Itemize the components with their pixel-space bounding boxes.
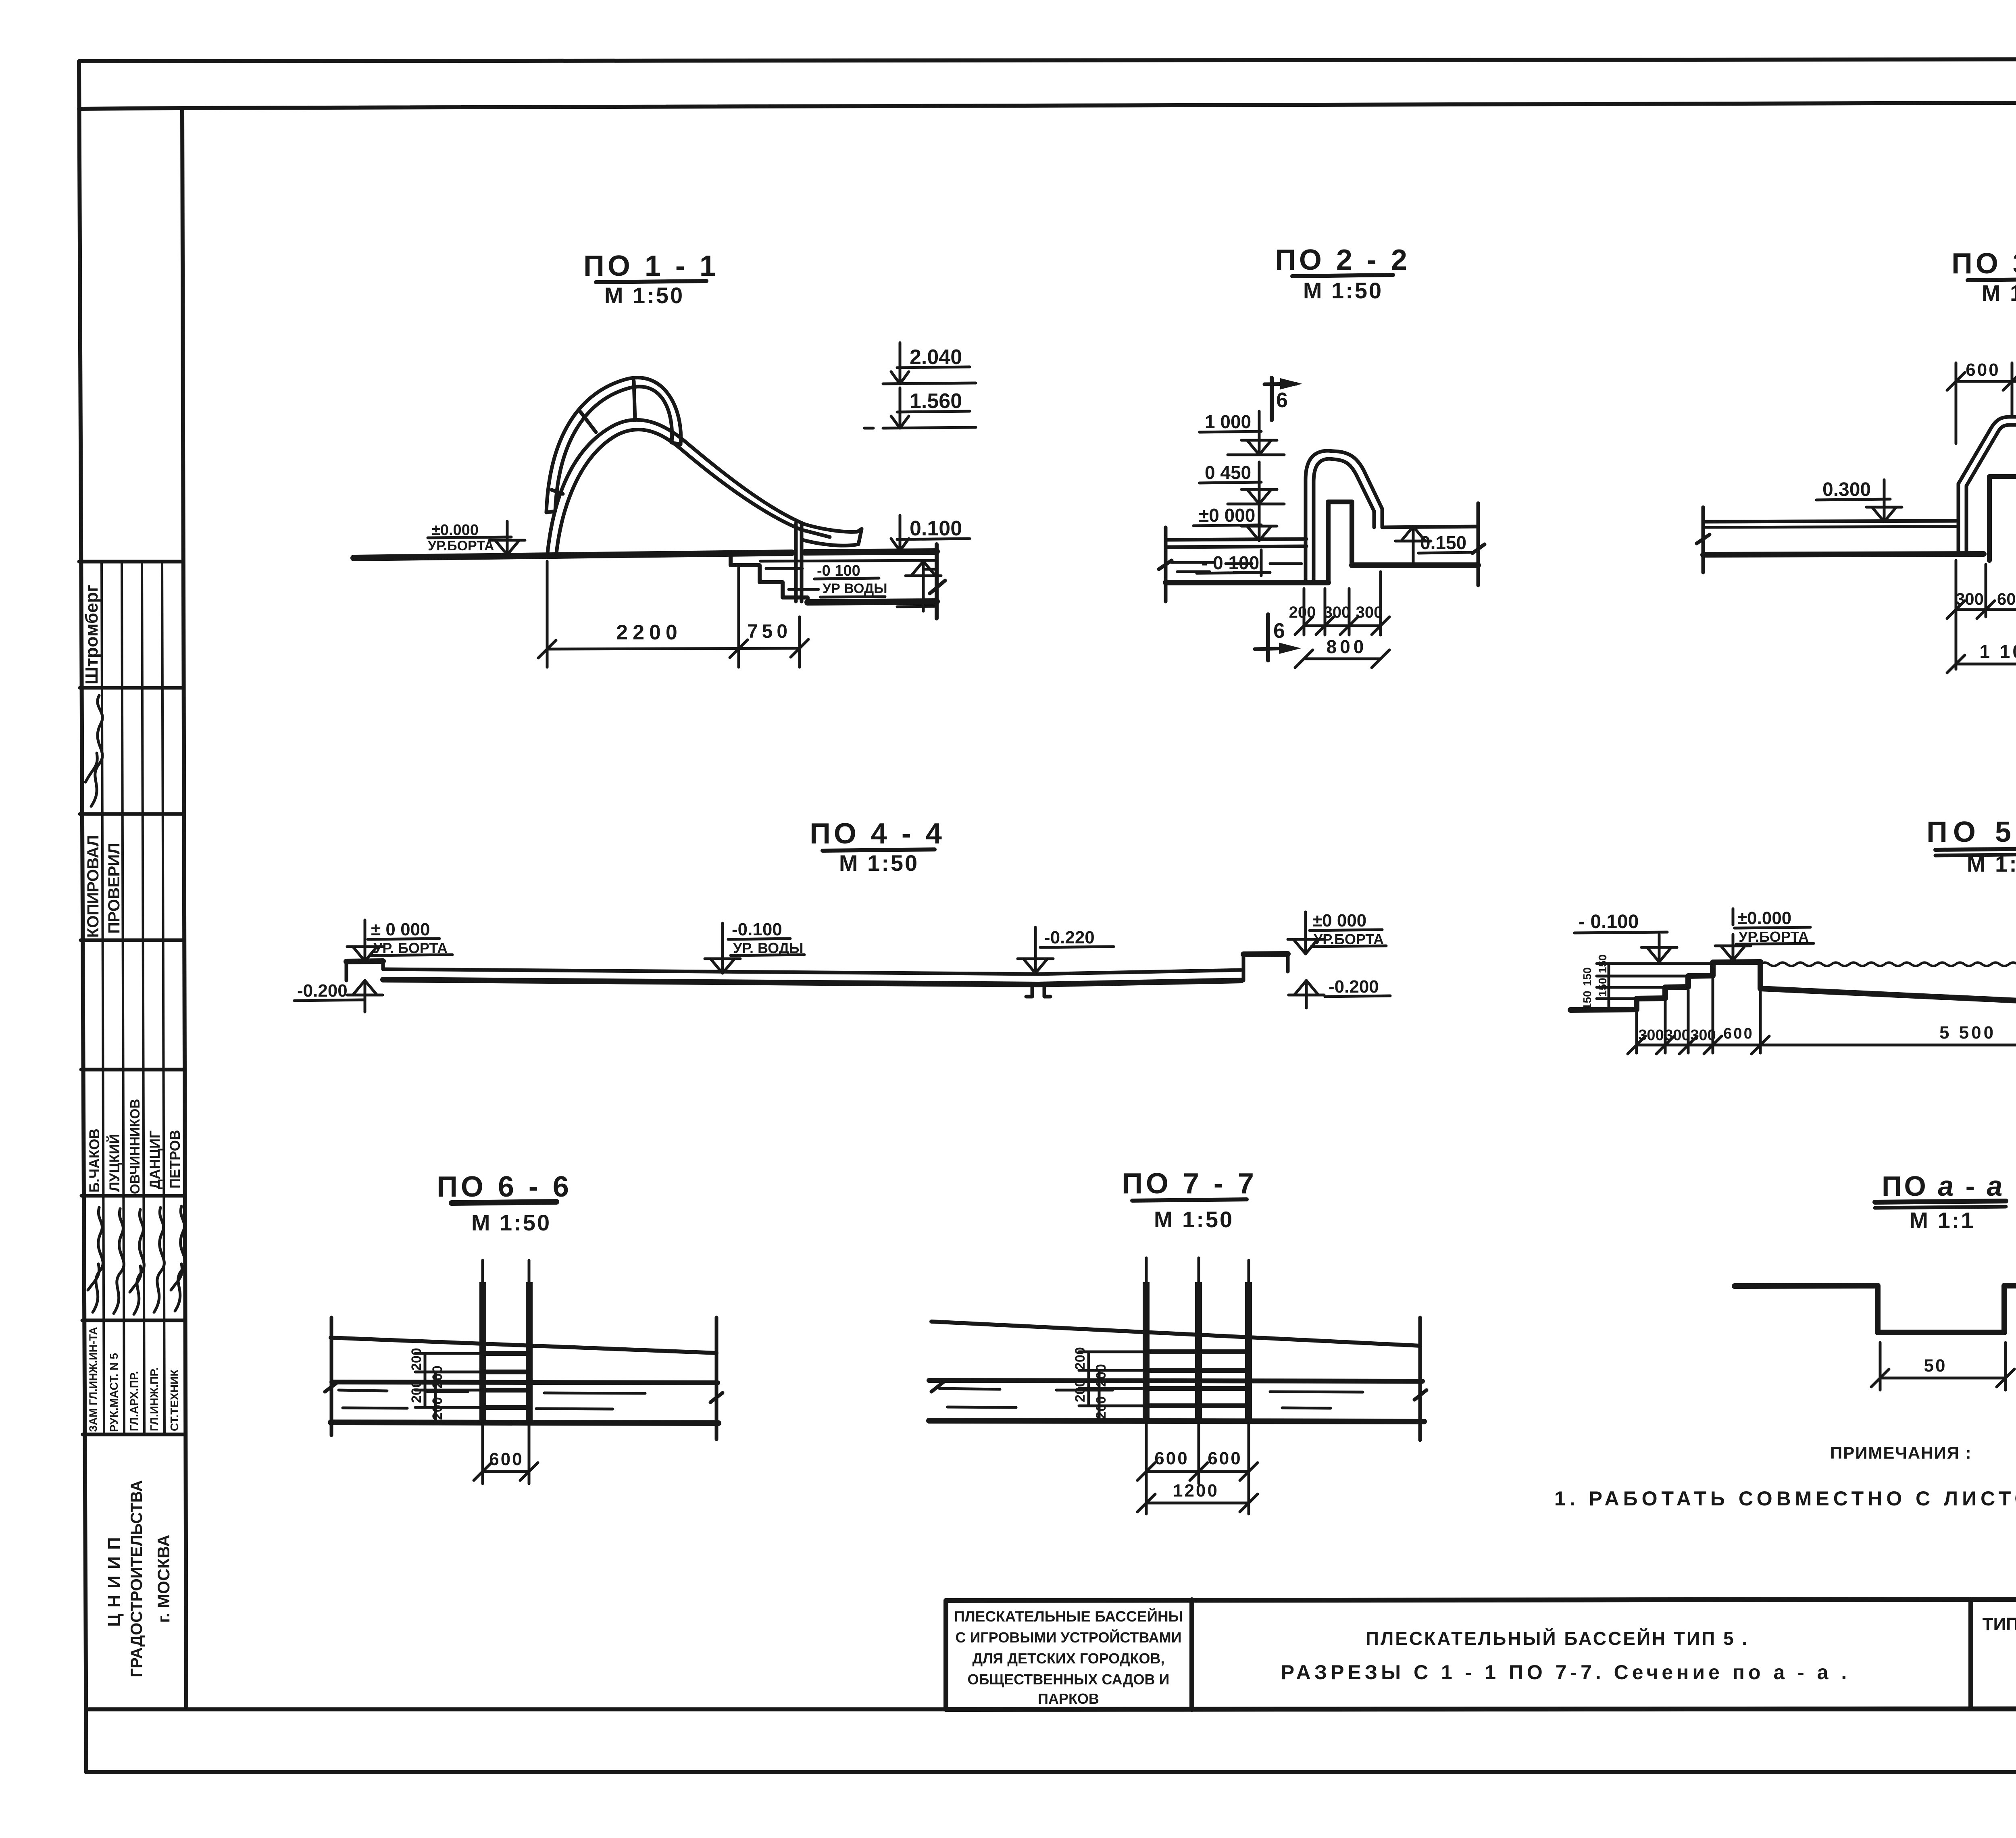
svg-text:150: 150 <box>1581 967 1593 986</box>
svg-text:200: 200 <box>409 1380 424 1403</box>
svg-text:600: 600 <box>1966 360 2000 380</box>
svg-text:600: 600 <box>1997 589 2016 608</box>
svg-text:200: 200 <box>1093 1364 1109 1387</box>
svg-text:600: 600 <box>1208 1449 1242 1468</box>
svg-text:ПО 6 - 6: ПО 6 - 6 <box>437 1171 572 1203</box>
svg-text:М 1:50: М 1:50 <box>1967 851 2016 876</box>
svg-text:ОВЧИННИКОВ: ОВЧИННИКОВ <box>127 1099 142 1194</box>
svg-text:300: 300 <box>1356 604 1383 621</box>
svg-text:ПО 4 - 4: ПО 4 - 4 <box>810 818 945 850</box>
svg-text:300: 300 <box>1638 1027 1664 1044</box>
svg-text:600: 600 <box>1723 1025 1754 1042</box>
svg-text:М 1:1: М 1:1 <box>1909 1207 1975 1233</box>
svg-text:М 1:50: М 1:50 <box>1982 280 2016 306</box>
svg-text:1 000: 1 000 <box>1205 411 1251 432</box>
svg-text:5 500: 5 500 <box>1939 1023 1996 1043</box>
svg-text:ГЛ.ИНЖ.ПР.: ГЛ.ИНЖ.ПР. <box>148 1368 160 1431</box>
svg-text:ПРОВЕРИЛ: ПРОВЕРИЛ <box>105 843 123 934</box>
svg-text:300: 300 <box>1690 1027 1716 1044</box>
svg-text:Штромберг: Штромберг <box>82 585 102 685</box>
svg-text:ПО 5 - 5: ПО 5 - 5 <box>1926 816 2016 848</box>
svg-text:0 450: 0 450 <box>1205 462 1251 483</box>
svg-text:ДАНЦИГ: ДАНЦИГ <box>147 1130 163 1189</box>
svg-text:М 1:50: М 1:50 <box>604 283 684 308</box>
svg-text:1. РАБОТАТЬ СОВМЕСТНО С ЛИСТОМ: 1. РАБОТАТЬ СОВМЕСТНО С ЛИСТОМ АС-3 и АС… <box>1554 1487 2016 1510</box>
svg-text:ПО 2 - 2: ПО 2 - 2 <box>1275 244 1410 276</box>
svg-text:ПО а - а: ПО а - а <box>1882 1170 2004 1202</box>
svg-text:М 1:50: М 1:50 <box>471 1210 551 1235</box>
svg-text:РУК.МАСТ. N 5: РУК.МАСТ. N 5 <box>108 1353 120 1432</box>
svg-text:200: 200 <box>1073 1347 1088 1370</box>
svg-text:ТИПОВЫЕ ПРОЕКТЫ: ТИПОВЫЕ ПРОЕКТЫ <box>1983 1614 2016 1634</box>
svg-text:6: 6 <box>1276 389 1288 412</box>
svg-text:-0.200: -0.200 <box>297 981 348 1001</box>
svg-text:М 1:50: М 1:50 <box>1303 278 1383 303</box>
svg-text:600: 600 <box>1154 1449 1189 1468</box>
svg-text:ГЛ.АРХ.ПР.: ГЛ.АРХ.ПР. <box>128 1371 140 1431</box>
svg-text:РАЗРЕЗЫ С 1 - 1 ПО 7-7. С: РАЗРЕЗЫ С 1 - 1 ПО 7-7. Сечение по а - а… <box>1281 1661 1851 1684</box>
svg-text:±0 000: ±0 000 <box>1199 505 1255 526</box>
svg-text:ГРАДОСТРОИТЕЛЬСТВА: ГРАДОСТРОИТЕЛЬСТВА <box>128 1480 146 1677</box>
svg-text:- 0.100: - 0.100 <box>1579 911 1639 933</box>
svg-text:-0.220: -0.220 <box>1044 928 1095 947</box>
svg-text:КОПИРОВАЛ: КОПИРОВАЛ <box>84 835 102 938</box>
svg-text:200: 200 <box>430 1365 445 1388</box>
svg-text:ПЛЕСКАТЕЛЬНЫЕ БАССЕЙНЫ: ПЛЕСКАТЕЛЬНЫЕ БАССЕЙНЫ <box>954 1608 1183 1625</box>
svg-text:УР.БОРТА: УР.БОРТА <box>428 538 494 554</box>
svg-text:1.560: 1.560 <box>910 389 962 413</box>
svg-text:УР ВОДЫ: УР ВОДЫ <box>823 581 887 596</box>
svg-text:±0 000: ±0 000 <box>1312 911 1366 930</box>
svg-text:0.300: 0.300 <box>1822 479 1871 500</box>
svg-text:750: 750 <box>747 621 791 642</box>
svg-text:М 1:50: М 1:50 <box>1154 1207 1234 1232</box>
svg-text:800: 800 <box>1327 636 1367 657</box>
svg-text:±0.000: ±0.000 <box>432 522 479 539</box>
svg-text:±0.000: ±0.000 <box>1737 908 1791 928</box>
svg-text:-0.100: -0.100 <box>732 920 782 939</box>
svg-text:300: 300 <box>1956 589 1984 608</box>
svg-text:ПАРКОВ: ПАРКОВ <box>1038 1690 1099 1707</box>
svg-text:М 1:50: М 1:50 <box>839 850 919 876</box>
svg-text:ПО 1 - 1: ПО 1 - 1 <box>583 250 719 282</box>
svg-text:200: 200 <box>1093 1396 1109 1419</box>
svg-text:ОБЩЕСТВЕННЫХ САДОВ И: ОБЩЕСТВЕННЫХ САДОВ И <box>968 1671 1170 1688</box>
svg-text:ЦНИИП: ЦНИИП <box>104 1531 124 1627</box>
svg-text:300: 300 <box>1324 604 1351 621</box>
svg-text:ПО 3 - 3: ПО 3 - 3 <box>1951 248 2016 280</box>
svg-text:150: 150 <box>1581 991 1593 1010</box>
svg-text:ПЛЕСКАТЕЛЬНЫЙ БАССЕЙН ТИП 5: ПЛЕСКАТЕЛЬНЫЙ БАССЕЙН ТИП 5 . <box>1366 1628 1749 1649</box>
svg-text:ЛУЦКИЙ: ЛУЦКИЙ <box>106 1134 123 1192</box>
svg-text:0.100: 0.100 <box>910 517 962 540</box>
svg-text:ПРИМЕЧАНИЯ :: ПРИМЕЧАНИЯ : <box>1830 1443 1972 1462</box>
svg-text:ЗАМ ГЛ.ИНЖ.ИН-ТА: ЗАМ ГЛ.ИНЖ.ИН-ТА <box>87 1327 99 1432</box>
svg-text:ПО 7 - 7: ПО 7 - 7 <box>1122 1168 1257 1200</box>
svg-text:1200: 1200 <box>1173 1481 1219 1501</box>
svg-text:2200: 2200 <box>616 621 682 644</box>
svg-text:ДЛЯ ДЕТСКИХ ГОРОДКОВ,: ДЛЯ ДЕТСКИХ ГОРОДКОВ, <box>973 1650 1165 1667</box>
svg-text:50: 50 <box>1924 1356 1947 1376</box>
svg-text:-0 100: -0 100 <box>817 562 860 579</box>
svg-text:СТ.ТЕХНИК: СТ.ТЕХНИК <box>168 1369 181 1431</box>
svg-text:Б.ЧАКОВ: Б.ЧАКОВ <box>87 1128 102 1193</box>
svg-text:150: 150 <box>1596 978 1609 997</box>
svg-text:300: 300 <box>1664 1027 1690 1044</box>
svg-text:1 100: 1 100 <box>1979 641 2016 662</box>
svg-text:6: 6 <box>1273 619 1285 643</box>
svg-text:г. МОСКВА: г. МОСКВА <box>154 1535 173 1623</box>
svg-text:2.040: 2.040 <box>910 346 962 369</box>
svg-text:150: 150 <box>1596 954 1609 973</box>
svg-text:ПЕТРОВ: ПЕТРОВ <box>167 1130 183 1189</box>
svg-text:200: 200 <box>409 1348 424 1371</box>
svg-text:200: 200 <box>430 1397 445 1420</box>
svg-text:200: 200 <box>1073 1379 1088 1402</box>
svg-text:-0.200: -0.200 <box>1329 977 1379 997</box>
svg-text:600: 600 <box>489 1449 523 1469</box>
svg-text:С ИГРОВЫМИ УСТРОЙСТВАМИ: С ИГРОВЫМИ УСТРОЙСТВАМИ <box>956 1629 1182 1646</box>
svg-text:0.150: 0.150 <box>1420 532 1466 553</box>
svg-text:± 0 000: ± 0 000 <box>371 920 430 939</box>
svg-text:200: 200 <box>1289 604 1316 621</box>
